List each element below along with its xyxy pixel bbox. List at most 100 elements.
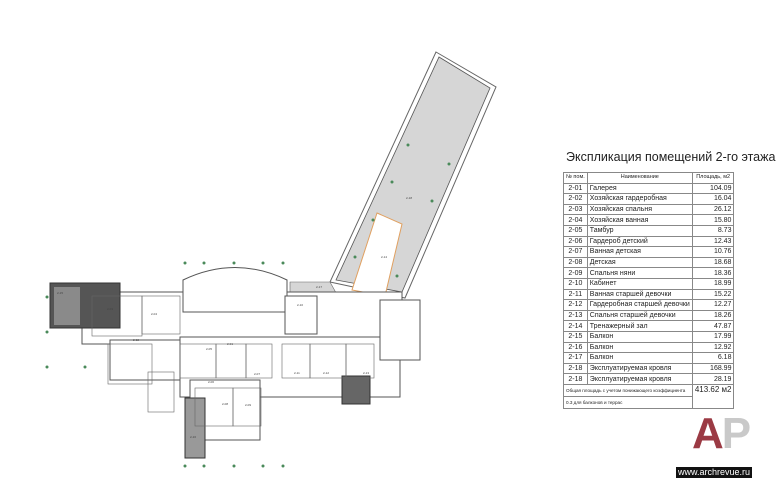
cell-area: 28.19 xyxy=(691,373,735,385)
cell-num: 2-06 xyxy=(563,235,588,248)
cell-area: 168.99 xyxy=(691,362,735,375)
room-label: 2-16 xyxy=(190,435,196,439)
trees xyxy=(45,143,451,468)
room-label: 2-08 xyxy=(222,402,228,406)
cell-name: Хозяйская гардеробная xyxy=(586,193,693,205)
room-label: 2-12 xyxy=(323,371,329,375)
room-label: 2-18 xyxy=(406,196,412,200)
cell-num: 2-03 xyxy=(563,203,588,216)
cell-area: 18.99 xyxy=(691,277,735,290)
cell-area: 18.68 xyxy=(691,256,735,269)
cell-name: Детская xyxy=(586,256,693,269)
cell-num: 2-09 xyxy=(563,267,588,279)
room-label: 2-11 xyxy=(294,371,300,375)
room-label: 2-13 xyxy=(363,371,369,375)
cell-name: Спальня няни xyxy=(586,267,693,279)
cell-name: Балкон xyxy=(586,330,693,343)
room-label: 2-03 xyxy=(107,307,113,311)
cell-num: 2-18 xyxy=(563,362,588,375)
cell-name: Тамбур xyxy=(586,224,693,237)
cell-area: 12.92 xyxy=(691,341,735,354)
room-label: 2-05 xyxy=(206,347,212,351)
explication-title: Экспликация помещений 2-го этажа xyxy=(566,150,776,164)
cell-num: 2-15 xyxy=(563,330,588,343)
cell-name: Хозяйская спальня xyxy=(586,203,693,216)
cell-num: 2-04 xyxy=(563,214,588,226)
cell-name: Гардеробная старшей девочки xyxy=(586,299,693,311)
room-label: 2-17 xyxy=(316,285,322,289)
header-name: Наименование xyxy=(586,172,693,184)
total-row: Общая площадь с учетом понижающего коэфф… xyxy=(563,383,735,409)
cell-area: 15.80 xyxy=(691,214,735,226)
cell-num: 2-11 xyxy=(563,288,588,301)
room-label: 2-04 xyxy=(151,312,157,316)
cell-name: Ванная старшей девочки xyxy=(586,288,693,301)
cell-area: 16.04 xyxy=(691,193,735,205)
room-label: 2-15 xyxy=(57,291,63,295)
cell-num: 2-08 xyxy=(563,256,588,269)
main-body xyxy=(81,267,421,441)
cell-name: Хозяйская ванная xyxy=(586,214,693,226)
cell-area: 18.36 xyxy=(691,267,735,279)
cell-area: 104.09 xyxy=(691,182,735,195)
room-label: 2-07 xyxy=(254,372,260,376)
cell-name: Тренажерный зал xyxy=(586,320,693,332)
cell-name: Ванная детская xyxy=(586,246,693,258)
cell-name: Кабинет xyxy=(586,277,693,290)
total-row-note: 0.3 для балконов и террас xyxy=(563,395,734,409)
cell-num: 2-02 xyxy=(563,193,588,205)
cell-num: 2-14 xyxy=(563,320,588,332)
room-labels: 2-01 2-02 2-03 2-04 2-05 2-06 2-07 2-08 … xyxy=(57,196,412,439)
cell-name: Спальня старшей девочки xyxy=(586,309,693,322)
cell-area: 12.27 xyxy=(691,299,735,311)
cell-area: 12.43 xyxy=(691,235,735,248)
cell-name: Эксплуатируемая кровля xyxy=(586,373,693,385)
website-url: www.archrevue.ru xyxy=(676,467,753,478)
cell-num: 2-10 xyxy=(563,277,588,290)
room-label: 2-06 xyxy=(208,380,214,384)
logo-letter-p: P xyxy=(721,409,751,458)
cell-num: 2-12 xyxy=(563,299,588,311)
floor-plan: 2-01 2-02 2-03 2-04 2-05 2-06 2-07 2-08 … xyxy=(45,51,497,468)
cell-area: 26.12 xyxy=(691,203,735,216)
cell-name: Балкон xyxy=(586,341,693,354)
cell-num: 2-16 xyxy=(563,341,588,354)
roof-wing xyxy=(289,51,497,301)
cell-num: 2-07 xyxy=(563,246,588,258)
ap-logo: AP xyxy=(692,412,751,456)
cell-name: Гардероб детский xyxy=(586,235,693,248)
cell-num: 2-13 xyxy=(563,309,588,322)
total-label: Общая площадь с учетом понижающего коэфф… xyxy=(563,383,693,397)
room-label: 2-02 xyxy=(133,338,139,342)
cell-area: 8.73 xyxy=(691,224,735,237)
cell-num: 2-01 xyxy=(563,182,588,195)
cell-area: 47.87 xyxy=(691,320,735,332)
cell-name: Эксплуатируемая кровля xyxy=(586,362,693,375)
cell-area: 6.18 xyxy=(691,352,735,364)
cell-area: 10.76 xyxy=(691,246,735,258)
cell-name: Балкон xyxy=(586,352,693,364)
cell-area: 17.99 xyxy=(691,330,735,343)
logo-letter-a: A xyxy=(692,409,724,458)
cell-num: 2-17 xyxy=(563,352,588,364)
cell-area: 15.22 xyxy=(691,288,735,301)
cell-num: 2-05 xyxy=(563,224,588,237)
